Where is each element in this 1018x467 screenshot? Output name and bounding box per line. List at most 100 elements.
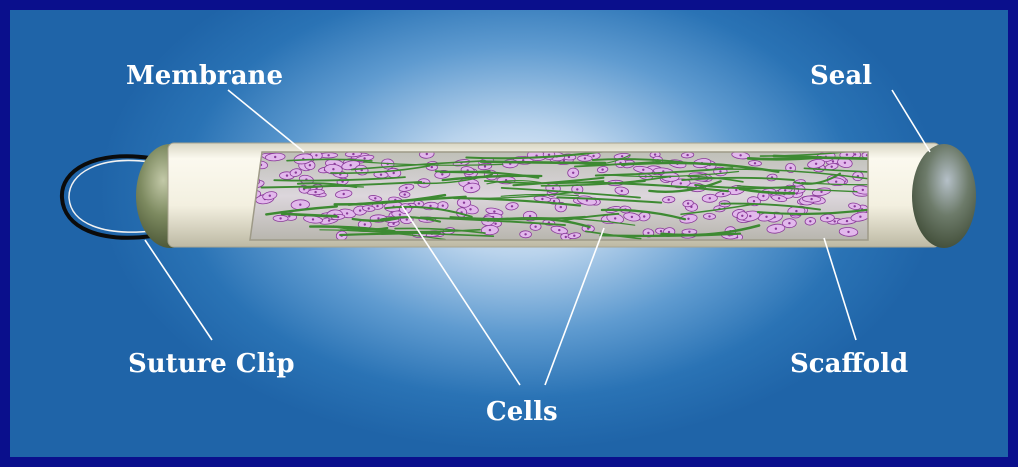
seal-label: Seal <box>810 61 872 91</box>
cell-nucleus <box>286 174 288 176</box>
cell-nucleus <box>269 195 271 197</box>
cell-nucleus <box>552 187 554 189</box>
cell-nucleus <box>404 193 406 195</box>
cell-nucleus <box>576 188 578 190</box>
cell-nucleus <box>586 199 588 201</box>
cell-nucleus <box>494 223 496 225</box>
cell-nucleus <box>631 216 633 218</box>
cell-nucleus <box>377 217 379 219</box>
suture-clip-leader <box>145 240 212 340</box>
cell-nucleus <box>429 205 431 207</box>
cell-nucleus <box>352 153 354 155</box>
cell-nucleus <box>660 230 662 232</box>
cell-nucleus <box>762 195 764 197</box>
cell-nucleus <box>810 198 812 200</box>
cell-nucleus <box>309 164 311 166</box>
cell-nucleus <box>708 215 710 217</box>
scaffold-leader <box>824 238 856 340</box>
cell-nucleus <box>753 200 755 202</box>
cell-nucleus <box>469 208 471 210</box>
cell-nucleus <box>844 162 846 164</box>
cell-nucleus <box>686 154 688 156</box>
cell-nucleus <box>862 189 864 191</box>
cell-nucleus <box>680 182 682 184</box>
cell-nucleus <box>668 199 670 201</box>
cell-nucleus <box>709 197 711 199</box>
cell-nucleus <box>558 229 560 231</box>
cell-nucleus <box>524 233 526 235</box>
cell-nucleus <box>835 181 837 183</box>
cell-nucleus <box>859 216 861 218</box>
cell-nucleus <box>350 164 352 166</box>
cell-nucleus <box>312 218 314 220</box>
cell-nucleus <box>441 173 443 175</box>
cell-nucleus <box>722 193 724 195</box>
cell-nucleus <box>846 154 848 156</box>
cell-nucleus <box>687 218 689 220</box>
cell-nucleus <box>854 205 856 207</box>
cell-nucleus <box>332 168 334 170</box>
cell-nucleus <box>560 206 562 208</box>
membrane-label: Membrane <box>126 61 283 91</box>
cell-nucleus <box>426 153 428 155</box>
cell-nucleus <box>363 157 365 159</box>
cell-nucleus <box>553 200 555 202</box>
cell-nucleus <box>688 231 690 233</box>
cell-nucleus <box>399 214 401 216</box>
cell-nucleus <box>572 172 574 174</box>
cell-nucleus <box>534 226 536 228</box>
cell-nucleus <box>789 167 791 169</box>
cell-nucleus <box>484 165 486 167</box>
cell-nucleus <box>614 217 616 219</box>
cell-nucleus <box>654 153 656 155</box>
cell-nucleus <box>592 155 594 157</box>
cell-nucleus <box>621 190 623 192</box>
cell-nucleus <box>314 191 316 193</box>
cell-nucleus <box>279 217 281 219</box>
cell-nucleus <box>529 215 531 217</box>
cell-nucleus <box>573 235 575 237</box>
cell-nucleus <box>565 236 567 238</box>
cell-nucleus <box>795 210 797 212</box>
cell-nucleus <box>418 202 420 204</box>
scaffold-fiber <box>481 162 605 164</box>
cell-nucleus <box>541 198 543 200</box>
cell-nucleus <box>442 205 444 207</box>
right-seal-cap <box>912 144 976 248</box>
cell-nucleus <box>778 197 780 199</box>
cell-nucleus <box>735 189 737 191</box>
cell-nucleus <box>463 202 465 204</box>
cell-nucleus <box>493 210 495 212</box>
cell-nucleus <box>380 174 382 176</box>
scaffold-label: Scaffold <box>790 349 908 379</box>
cell-nucleus <box>621 155 623 157</box>
cell-nucleus <box>832 160 834 162</box>
cell-nucleus <box>431 166 433 168</box>
cell-nucleus <box>364 223 366 225</box>
cell-nucleus <box>809 220 811 222</box>
cell-nucleus <box>368 207 370 209</box>
cell-nucleus <box>511 205 513 207</box>
cell-nucleus <box>647 232 649 234</box>
cell-nucleus <box>846 220 848 222</box>
cell-nucleus <box>831 166 833 168</box>
cell-nucleus <box>274 156 276 158</box>
cell-nucleus <box>815 163 817 165</box>
cell-nucleus <box>346 212 348 214</box>
cell-nucleus <box>584 157 586 159</box>
cell-nucleus <box>548 154 550 156</box>
cell-nucleus <box>359 209 361 211</box>
cell-nucleus <box>784 189 786 191</box>
cell-nucleus <box>489 229 491 231</box>
cell-nucleus <box>820 191 822 193</box>
cell-nucleus <box>847 231 849 233</box>
cell-nucleus <box>749 215 751 217</box>
cell-nucleus <box>754 162 756 164</box>
cell-nucleus <box>376 205 378 207</box>
cell-nucleus <box>687 202 689 204</box>
cell-nucleus <box>601 168 603 170</box>
cell-nucleus <box>315 154 317 156</box>
cell-nucleus <box>719 170 721 172</box>
cell-nucleus <box>470 187 472 189</box>
